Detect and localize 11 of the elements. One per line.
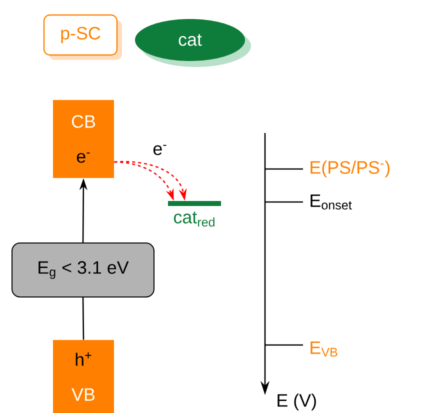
node-label: cat$_{red}$ bbox=[174, 212, 214, 227]
level-bar: cat$_{red}$ bbox=[168, 201, 221, 227]
label-box: p-SC bbox=[43, 14, 122, 60]
gap-box: E$_{g}$ < 3.1 eV bbox=[12, 242, 154, 298]
axis-label: E (V) bbox=[278, 394, 316, 410]
axis-label: E$_{onset}$ bbox=[310, 194, 352, 210]
edge-label: e$^{-}$ bbox=[152, 144, 168, 156]
band-box: h$^{+}$ VB bbox=[53, 340, 114, 413]
axis-label: E$_{VB}$ bbox=[310, 341, 338, 357]
axis-label: E(PS/PS$^{-}$) bbox=[310, 160, 390, 178]
band-box: CB e$^{-}$ bbox=[53, 100, 114, 178]
